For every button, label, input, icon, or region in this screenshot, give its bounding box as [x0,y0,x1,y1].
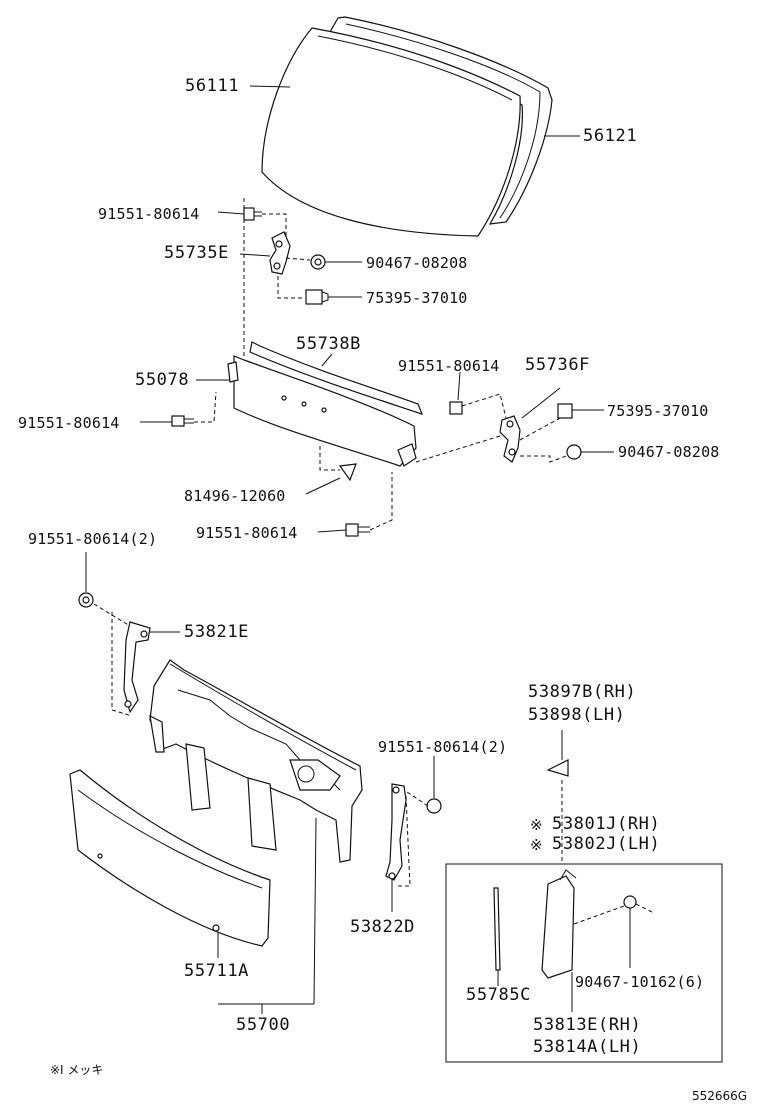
label-molding-rh: 53801J(RH) [552,814,661,834]
louver-shape [546,759,569,777]
windshield-glass-shape [261,27,521,237]
label-clip-lower: 81496-12060 [184,487,286,505]
clip-upper-left-shape [310,254,326,270]
bracket-55735e-shape [269,231,291,275]
label-clip-right: 90467-08208 [618,443,720,461]
label-cowl-panel: 55078 [135,370,190,390]
bolt-top-shape [243,207,262,221]
label-bracket-right: 55736F [525,355,591,375]
bracket-cowl-right-shape [385,783,407,881]
label-louver-lh: 53898(LH) [528,705,626,725]
label-bolt-right-upper: 91551-80614 [398,357,500,375]
label-clip-small: 90467-10162(6) [575,973,705,991]
clip-right-shape [566,444,582,460]
bolt-left-shape [171,415,194,427]
diagram-code: 552666G [692,1089,748,1103]
label-retainer-right: 75395-37010 [607,402,709,420]
label-louver-rh: 53897B(RH) [528,682,637,702]
retainer-upper-left-shape [305,289,329,305]
label-garnish-lh: 53814A(LH) [533,1037,642,1057]
label-bracket-left: 55735E [164,243,230,263]
bolt-lower-shape [345,523,370,537]
garnish-shape [541,869,577,979]
bolt-pair-left-shape [78,592,94,608]
label-windshield-molding: 56121 [583,126,638,146]
label-lower-panel: 55711A [184,961,250,981]
bracket-cowl-left-shape [123,621,151,714]
label-bolt-top: 91551-80614 [98,205,200,223]
label-seal-small: 55785C [466,985,532,1005]
label-molding-mark-rh: ※ [530,816,543,834]
label-bracket-cowl-left: 53821E [184,622,250,642]
label-assembly: 55700 [236,1015,291,1035]
clip-small-shape [623,895,637,909]
label-molding-mark-lh: ※ [530,836,543,854]
bracket-55736f-shape [499,415,521,463]
label-molding-lh: 53802J(LH) [552,834,661,854]
label-bolt-pair-right: 91551-80614(2) [378,738,508,756]
label-clip-upper-left: 90467-08208 [366,254,468,272]
label-bolt-left: 91551-80614 [18,414,120,432]
label-bolt-pair-left: 91551-80614(2) [28,530,158,548]
label-windshield-glass: 56111 [185,76,240,96]
footnote: ※I メッキ [50,1063,104,1077]
seal-small-shape [493,887,501,971]
label-garnish-rh: 53813E(RH) [533,1015,642,1035]
label-bolt-lower: 91551-80614 [196,524,298,542]
label-seal-strip: 55738B [296,334,362,354]
seal-strip-shape [249,341,424,415]
label-retainer-upper-left: 75395-37010 [366,289,468,307]
retainer-right-shape [557,403,573,419]
cowl-top-panel-shape [149,659,363,863]
inset-box [445,863,723,1063]
bolt-pair-right-shape [426,798,442,814]
label-bracket-cowl-right: 53822D [350,917,416,937]
cowl-panel-shape [227,355,417,467]
bolt-right-upper-shape [449,401,463,415]
clip-lower-shape [338,463,357,482]
lower-panel-shape [69,769,271,947]
